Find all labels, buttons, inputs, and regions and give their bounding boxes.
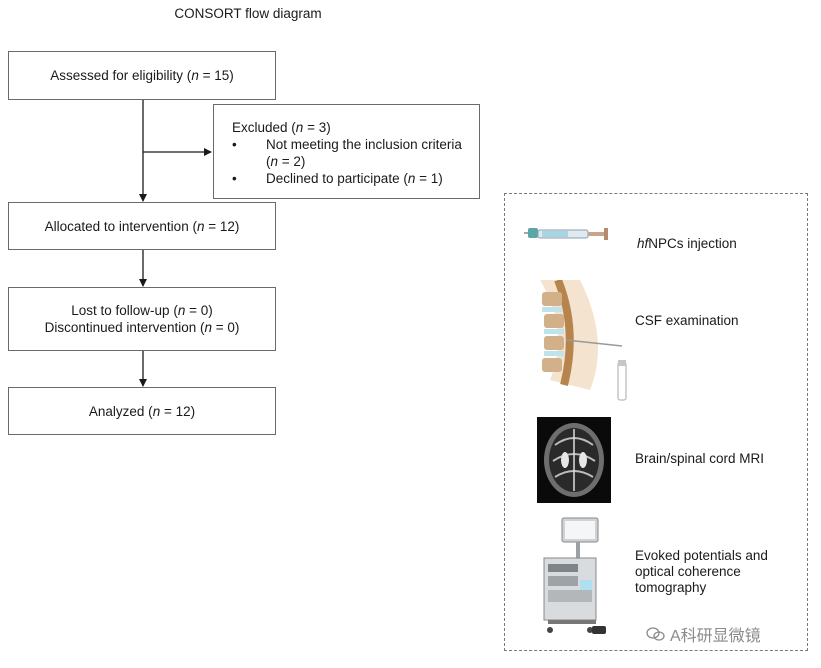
procedure-label-injection: hfNPCs injection (637, 236, 737, 251)
lost-line: Lost to follow-up (n = 0) (71, 303, 213, 318)
syringe-icon (524, 228, 608, 240)
excluded-reason: Not meeting the inclusion criteria(n = 2… (232, 136, 462, 170)
box-lost-followup: Lost to follow-up (n = 0) Discontinued i… (8, 287, 276, 351)
box-excluded: Excluded (n = 3) Not meeting the inclusi… (213, 104, 480, 199)
excluded-heading: Excluded (n = 3) (232, 120, 331, 135)
box-allocated: Allocated to intervention (n = 12) (8, 202, 276, 250)
box-assessed: Assessed for eligibility (n = 15) (8, 51, 276, 100)
mri-scan-icon (537, 417, 611, 503)
discontinued-line: Discontinued intervention (n = 0) (44, 320, 240, 335)
oct-machine-icon (543, 517, 606, 634)
wechat-icon (646, 627, 665, 641)
spine-lumbar-puncture-icon (540, 280, 627, 401)
box-analyzed: Analyzed (n = 12) (8, 387, 276, 435)
procedures-panel (504, 193, 808, 651)
procedure-label-mri: Brain/spinal cord MRI (635, 451, 765, 466)
procedure-label-oct: Evoked potentials and optical coherence … (635, 548, 768, 595)
assessed-text: Assessed for eligibility (n = 15) (50, 68, 234, 83)
excluded-reason: Declined to participate (n = 1) (232, 170, 462, 187)
excluded-reasons: Not meeting the inclusion criteria(n = 2… (232, 136, 462, 187)
procedure-label-csf: CSF examination (635, 313, 739, 328)
watermark: A科研显微镜 (646, 622, 761, 646)
allocated-text: Allocated to intervention (n = 12) (44, 218, 240, 234)
diagram-title: CONSORT flow diagram (174, 6, 322, 21)
analyzed-text: Analyzed (n = 12) (88, 403, 196, 419)
